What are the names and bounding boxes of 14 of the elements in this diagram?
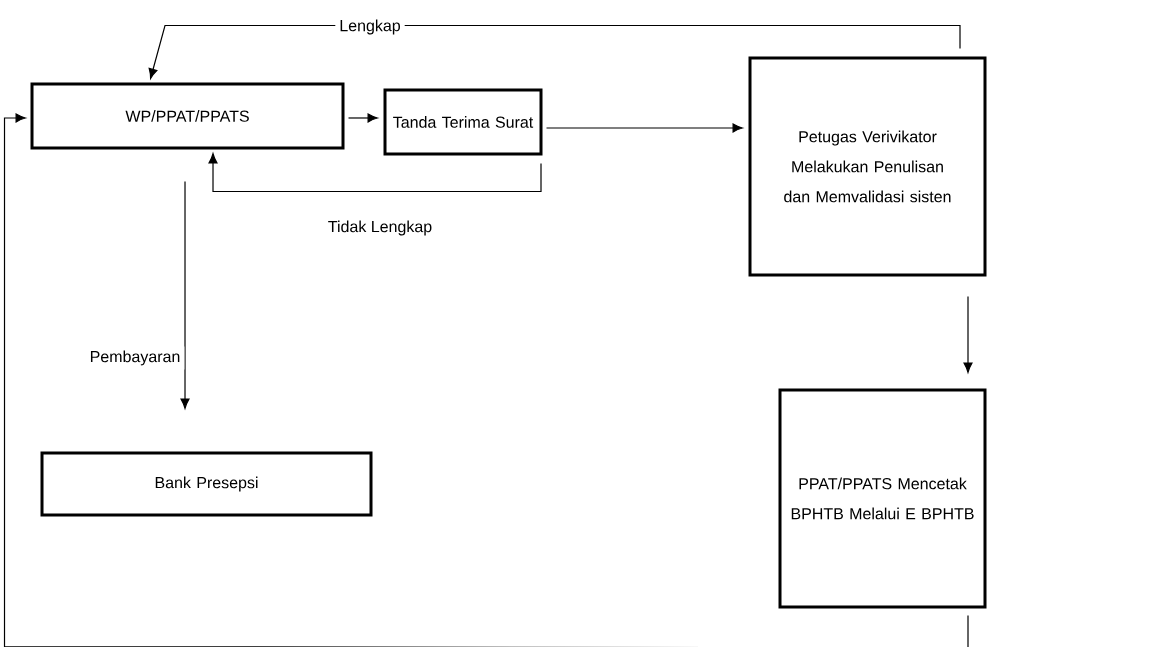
process-box: Bank Presepsi <box>40 451 373 517</box>
arrow <box>208 153 542 193</box>
edge-label: Pembayaran <box>85 346 185 370</box>
arrow <box>545 123 743 133</box>
process-box: Tanda Terima Surat <box>383 88 543 156</box>
arrow <box>347 113 378 123</box>
arrow <box>148 24 961 79</box>
edge-label: Tidak Lengkap <box>323 216 437 240</box>
arrow <box>180 180 190 409</box>
arrow <box>963 295 973 373</box>
process-box: PPAT/PPATS Mencetak BPHTB Melalui E BPHTB <box>778 388 987 609</box>
edge-label: Lengkap <box>335 15 405 39</box>
process-box: WP/PPAT/PPATS <box>30 82 345 150</box>
process-box: Petugas Verivikator Melakukan Penulisan dan Memvalidasi sisten <box>748 56 987 277</box>
